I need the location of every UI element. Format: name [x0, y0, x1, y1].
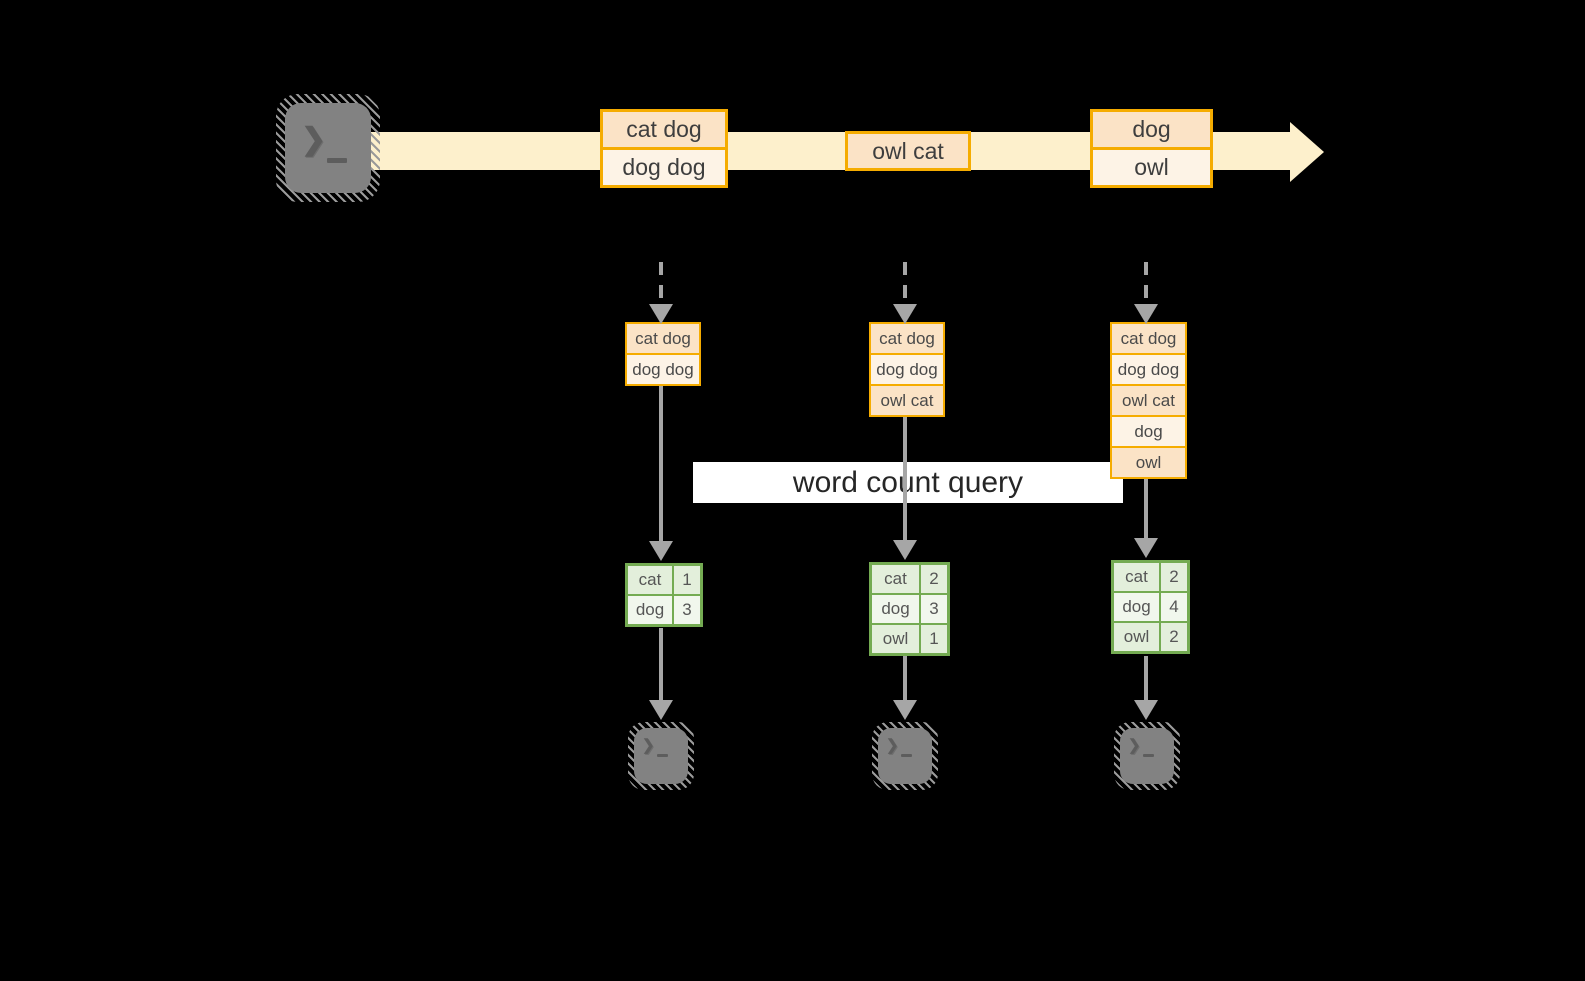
count-word: cat [872, 565, 921, 593]
query-label: word count query [792, 465, 1024, 499]
state-row: dog [1112, 415, 1185, 446]
batch2-state-stack: cat dog dog dog owl cat [869, 322, 945, 417]
count-word: cat [1114, 563, 1161, 591]
batch3-query-arrow [1144, 479, 1148, 538]
batch3-sink-arrow [1144, 656, 1148, 700]
terminal-cursor-icon [1143, 754, 1154, 757]
count-value: 2 [1169, 627, 1179, 646]
batch1-query-arrowhead-icon [649, 541, 673, 561]
batch1-query-arrow [659, 386, 663, 541]
terminal-prompt-chevron-icon: ❯ [1128, 737, 1141, 754]
batch1-sink-arrowhead-icon [649, 700, 673, 720]
state-row: cat dog [627, 324, 699, 353]
stream-message-line: dog [1093, 112, 1210, 147]
count-value: 1 [682, 570, 692, 589]
state-row: owl cat [1112, 384, 1185, 415]
terminal-body: ❯ [878, 728, 932, 784]
batch1-state-stack: cat dog dog dog [625, 322, 701, 386]
batch3-dashed-arrowhead-icon [1134, 304, 1158, 324]
batch3-sink-arrowhead-icon [1134, 700, 1158, 720]
batch1-sink-arrow [659, 628, 663, 700]
state-row: owl cat [871, 384, 943, 415]
batch3-dashed-arrow [1144, 262, 1148, 306]
terminal-body: ❯ [1120, 728, 1174, 784]
count-word: cat [628, 566, 674, 594]
terminal-body: ❯ [634, 728, 688, 784]
batch1-dashed-arrow [659, 262, 663, 306]
count-value: 2 [929, 569, 939, 588]
batch3-state-stack: cat dog dog dog owl cat dog owl [1110, 322, 1187, 479]
terminal-prompt-chevron-icon: ❯ [886, 737, 899, 754]
terminal-cursor-icon [327, 158, 347, 163]
batch2-sink-terminal-icon: ❯ [872, 722, 938, 790]
table-row: cat 2 [872, 565, 947, 593]
count-value: 3 [929, 599, 939, 618]
stream-message-1: cat dog dog dog [600, 109, 728, 188]
batch2-query-arrow [903, 417, 907, 540]
terminal-cursor-icon [901, 754, 912, 757]
count-word: dog [628, 596, 674, 624]
state-row: dog dog [627, 353, 699, 384]
table-row: owl 2 [1114, 621, 1187, 651]
batch1-counts-table: cat 1 dog 3 [625, 563, 703, 627]
terminal-prompt-chevron-icon: ❯ [642, 737, 655, 754]
table-row: cat 1 [628, 566, 700, 594]
state-row: cat dog [871, 324, 943, 353]
stream-message-line: cat dog [603, 112, 725, 147]
batch2-sink-arrowhead-icon [893, 700, 917, 720]
batch1-sink-terminal-icon: ❯ [628, 722, 694, 790]
stream-message-line: owl [1093, 147, 1210, 185]
state-row: dog dog [871, 353, 943, 384]
batch2-query-arrowhead-icon [893, 540, 917, 560]
input-stream-arrowhead-icon [1290, 122, 1324, 182]
batch2-dashed-arrow [903, 262, 907, 306]
stream-message-line: dog dog [603, 147, 725, 185]
state-row: dog dog [1112, 353, 1185, 384]
table-row: owl 1 [872, 623, 947, 653]
source-terminal-icon: ❯ [276, 94, 380, 202]
batch2-sink-arrow [903, 656, 907, 700]
count-value: 4 [1169, 597, 1179, 616]
stream-message-2: owl cat [845, 131, 971, 171]
stream-message-line: owl cat [848, 134, 968, 168]
table-row: dog 3 [628, 594, 700, 624]
batch3-counts-table: cat 2 dog 4 owl 2 [1111, 560, 1190, 654]
count-value: 2 [1169, 567, 1179, 586]
state-row: owl [1112, 446, 1185, 477]
batch2-dashed-arrowhead-icon [893, 304, 917, 324]
table-row: cat 2 [1114, 563, 1187, 591]
terminal-prompt-chevron-icon: ❯ [301, 123, 327, 156]
table-row: dog 4 [1114, 591, 1187, 621]
batch2-counts-table: cat 2 dog 3 owl 1 [869, 562, 950, 656]
count-value: 3 [682, 600, 692, 619]
count-word: dog [872, 595, 921, 623]
batch3-query-arrowhead-icon [1134, 538, 1158, 558]
count-word: dog [1114, 593, 1161, 621]
stream-message-3: dog owl [1090, 109, 1213, 188]
batch3-sink-terminal-icon: ❯ [1114, 722, 1180, 790]
state-row: cat dog [1112, 324, 1185, 353]
batch1-dashed-arrowhead-icon [649, 304, 673, 324]
count-word: owl [872, 625, 921, 653]
terminal-body: ❯ [285, 103, 371, 193]
terminal-cursor-icon [657, 754, 668, 757]
query-label-band: word count query [693, 462, 1123, 503]
count-word: owl [1114, 623, 1161, 651]
count-value: 1 [929, 629, 939, 648]
table-row: dog 3 [872, 593, 947, 623]
